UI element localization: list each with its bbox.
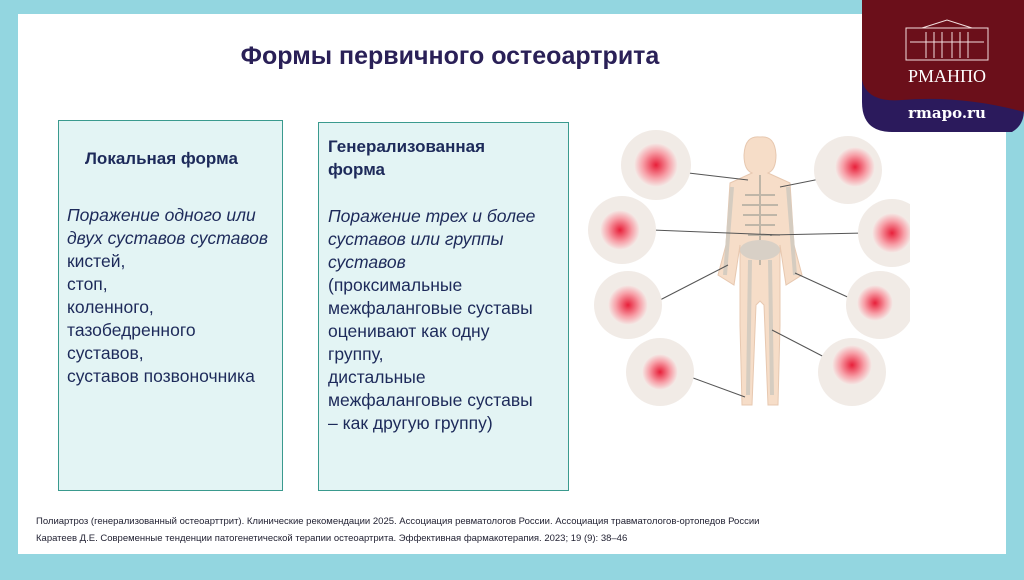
body-figure xyxy=(717,136,803,406)
generalized-form-desc: Поражение трех и более суставов или груп… xyxy=(328,206,536,272)
list-item: оценивают как одну xyxy=(328,321,490,341)
joint-circles xyxy=(588,130,910,406)
hand-joint-circle xyxy=(846,271,910,339)
generalized-form-card: Генерализованная форма Поражение трех и … xyxy=(318,122,569,491)
list-item: суставов, xyxy=(67,343,144,363)
generalized-form-list: (проксимальные межфаланговые суставы оце… xyxy=(328,274,560,435)
slide-title: Формы первичного остеоартрита xyxy=(240,42,660,70)
list-item: дистальные xyxy=(328,367,426,387)
knee-right-joint-circle xyxy=(818,338,886,406)
list-item: коленного, xyxy=(67,297,154,317)
knee-joint-circle xyxy=(588,196,656,264)
reference-item: Полиартроз (генерализованный остеоарттри… xyxy=(36,516,760,527)
shoulder-joint-circle xyxy=(814,136,882,204)
neck-joint-circle xyxy=(621,130,691,200)
list-item: межфаланговые суставы xyxy=(328,390,533,410)
list-item: межфаланговые суставы xyxy=(328,298,533,318)
rmanpo-logo: РМАНПО rmapo.ru xyxy=(862,0,1024,132)
hip-joint-circle xyxy=(594,271,662,339)
logo-site[interactable]: rmapo.ru xyxy=(908,104,986,122)
skeleton-illustration xyxy=(588,130,910,406)
list-item: суставов позвоночника xyxy=(67,366,255,386)
list-item: стоп, xyxy=(67,274,108,294)
list-item: – как другую группу) xyxy=(328,413,493,433)
spine-joint-circle xyxy=(858,199,910,267)
local-form-desc: Поражение одного или двух суставов суста… xyxy=(67,205,269,248)
generalized-form-heading: Генерализованная форма xyxy=(328,137,486,179)
list-item: кистей, xyxy=(67,251,126,271)
local-form-card: Локальная форма Поражение одного или дву… xyxy=(58,120,283,491)
list-item: тазобедренного xyxy=(67,320,196,340)
list-item: группу, xyxy=(328,344,384,364)
logo-name: РМАНПО xyxy=(907,66,986,86)
local-form-list: кистей, стоп, коленного, тазобедренного … xyxy=(67,250,272,388)
list-item: (проксимальные xyxy=(328,275,463,295)
local-form-heading: Локальная форма xyxy=(85,149,238,168)
foot-joint-circle xyxy=(626,338,694,406)
references: Полиартроз (генерализованный остеоарттри… xyxy=(36,513,759,547)
reference-item: Каратеев Д.Е. Современные тенденции пато… xyxy=(36,533,628,544)
